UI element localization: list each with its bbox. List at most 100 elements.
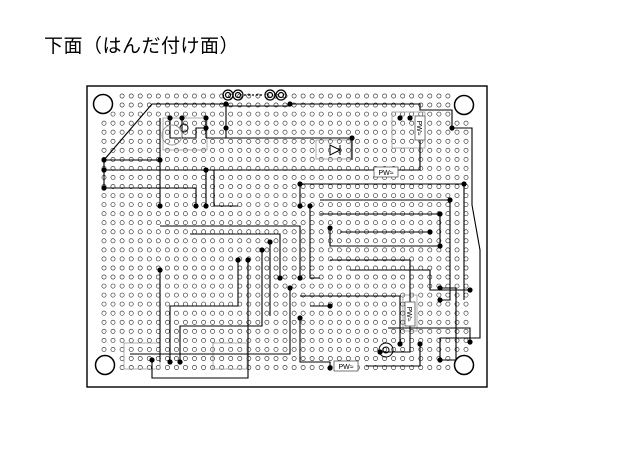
board-hole bbox=[137, 102, 143, 108]
board-hole bbox=[427, 93, 433, 99]
solder-pad bbox=[157, 267, 163, 273]
board-hole bbox=[318, 247, 324, 253]
board-hole bbox=[400, 365, 406, 370]
board-hole bbox=[137, 229, 143, 235]
board-hole bbox=[300, 156, 306, 162]
board-hole bbox=[282, 328, 288, 334]
board-hole bbox=[382, 138, 387, 144]
board-hole bbox=[219, 138, 225, 144]
board-hole bbox=[318, 292, 324, 298]
board-hole bbox=[255, 365, 261, 370]
board-hole bbox=[336, 265, 342, 271]
board-hole bbox=[173, 120, 179, 126]
board-hole bbox=[373, 319, 378, 325]
board-hole bbox=[228, 319, 234, 325]
board-hole bbox=[255, 93, 261, 99]
board-hole bbox=[128, 365, 134, 370]
board-hole bbox=[273, 174, 279, 180]
solder-pad bbox=[437, 297, 443, 303]
board-hole bbox=[119, 102, 125, 108]
board-hole bbox=[201, 138, 206, 144]
board-hole bbox=[300, 337, 306, 343]
board-hole bbox=[300, 229, 306, 235]
board-hole bbox=[427, 292, 433, 298]
board-hole bbox=[119, 129, 125, 135]
board-hole bbox=[146, 337, 152, 343]
board-hole bbox=[318, 129, 324, 135]
board-hole bbox=[445, 147, 451, 153]
board-hole bbox=[445, 102, 451, 108]
board-hole bbox=[354, 238, 360, 244]
board-hole bbox=[445, 138, 451, 144]
board-hole bbox=[128, 256, 134, 262]
board-hole bbox=[155, 256, 161, 262]
board-hole bbox=[309, 138, 315, 144]
board-hole bbox=[345, 147, 351, 153]
board-hole bbox=[300, 265, 306, 271]
board-hole bbox=[201, 184, 206, 189]
board-hole bbox=[291, 310, 297, 316]
solder-pad bbox=[467, 287, 473, 293]
board-hole bbox=[255, 111, 261, 117]
board-hole bbox=[128, 120, 134, 126]
board-hole bbox=[228, 184, 234, 189]
board-hole bbox=[128, 138, 134, 144]
board-hole bbox=[128, 328, 134, 334]
board-hole bbox=[237, 102, 243, 108]
board-hole bbox=[119, 301, 125, 307]
part-box-bottom-left bbox=[123, 342, 161, 370]
board-hole bbox=[182, 184, 188, 189]
board-hole bbox=[291, 328, 297, 334]
board-hole bbox=[228, 337, 234, 343]
board-hole bbox=[110, 184, 116, 189]
board-hole bbox=[182, 310, 188, 316]
board-hole bbox=[309, 346, 315, 352]
board-hole bbox=[318, 220, 324, 226]
board-hole bbox=[110, 328, 116, 334]
board-hole bbox=[354, 319, 360, 325]
board-hole bbox=[409, 356, 415, 361]
board-hole bbox=[445, 337, 451, 343]
board-hole bbox=[382, 129, 387, 135]
board-hole bbox=[300, 301, 306, 307]
connector-ring-2 bbox=[232, 89, 244, 101]
board-hole bbox=[282, 283, 288, 289]
board-hole bbox=[273, 184, 279, 189]
board-hole bbox=[427, 165, 433, 171]
solder-pad bbox=[287, 285, 293, 291]
board-hole bbox=[137, 129, 143, 135]
board-hole bbox=[445, 220, 451, 226]
board-hole bbox=[210, 174, 215, 180]
board-hole bbox=[192, 120, 197, 126]
board-hole bbox=[137, 138, 143, 144]
board-hole bbox=[382, 156, 387, 162]
board-hole bbox=[228, 292, 234, 298]
board-hole bbox=[137, 147, 143, 153]
board-hole bbox=[164, 346, 170, 352]
board-hole bbox=[219, 129, 225, 135]
board-hole bbox=[119, 220, 125, 226]
board-hole bbox=[336, 193, 342, 198]
board-hole bbox=[418, 346, 424, 352]
board-hole bbox=[128, 247, 134, 253]
board-hole bbox=[164, 319, 170, 325]
board-hole bbox=[110, 265, 116, 271]
board-hole bbox=[182, 174, 188, 180]
mounting-hole-top-right bbox=[453, 94, 475, 116]
board-hole bbox=[364, 238, 369, 244]
board-hole bbox=[327, 292, 333, 298]
solder-pad bbox=[461, 181, 467, 187]
board-hole bbox=[327, 283, 333, 289]
board-hole bbox=[373, 129, 378, 135]
board-hole bbox=[373, 310, 378, 316]
board-hole bbox=[192, 365, 197, 370]
board-hole bbox=[291, 156, 297, 162]
board-hole bbox=[382, 247, 387, 253]
solder-pad bbox=[327, 225, 333, 231]
board-hole bbox=[192, 356, 197, 361]
board-hole bbox=[201, 229, 206, 235]
board-hole bbox=[210, 310, 215, 316]
board-hole bbox=[427, 220, 433, 226]
board-hole bbox=[454, 120, 460, 126]
